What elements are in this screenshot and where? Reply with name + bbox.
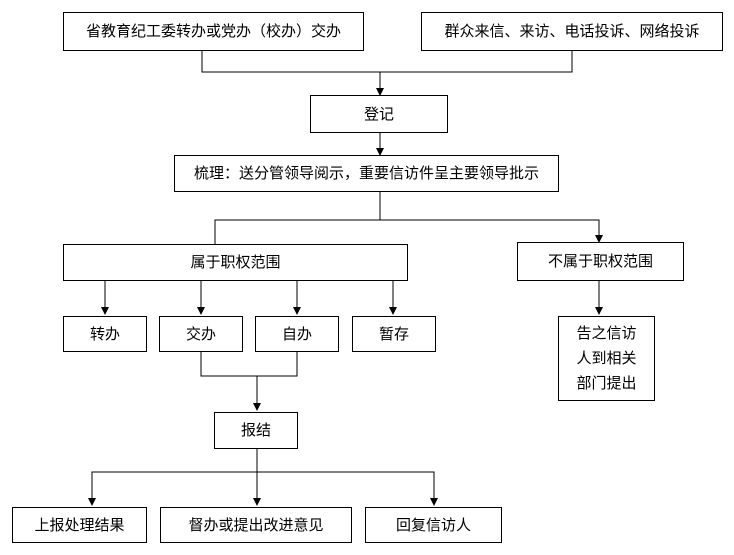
node-transfer: 转办 xyxy=(63,316,147,352)
node-assign: 交办 xyxy=(159,316,243,352)
node-source-right: 群众来信、来访、电话投诉、网络投诉 xyxy=(421,12,723,51)
arrow-to-report-up xyxy=(88,471,257,506)
connector-assign-self-merge xyxy=(200,352,298,377)
node-register: 登记 xyxy=(310,95,448,133)
node-in-scope: 属于职权范围 xyxy=(63,244,408,281)
node-sort-label: 梳理：送分管领导阅示，重要信访件呈主要领导批示 xyxy=(193,164,539,183)
arrow-to-out-scope xyxy=(380,219,603,243)
node-register-label: 登记 xyxy=(363,104,394,123)
node-out-scope: 不属于职权范围 xyxy=(517,242,684,281)
node-self-handle: 自办 xyxy=(255,316,339,352)
node-source-right-label: 群众来信、来访、电话投诉、网络投诉 xyxy=(444,22,700,41)
node-reply: 回复信访人 xyxy=(365,507,502,543)
node-report-up: 上报处理结果 xyxy=(12,507,147,543)
node-supervise-label: 督办或提出改进意见 xyxy=(188,515,324,534)
arrow-to-reply xyxy=(257,471,438,506)
node-in-scope-label: 属于职权范围 xyxy=(190,253,281,272)
node-notify-line-3: 部门提出 xyxy=(576,373,637,392)
node-transfer-label: 转办 xyxy=(89,324,120,343)
node-self-handle-label: 自办 xyxy=(281,324,312,343)
connector-sources-merge xyxy=(201,51,573,73)
node-sort: 梳理：送分管领导阅示，重要信访件呈主要领导批示 xyxy=(174,155,559,192)
node-report: 报结 xyxy=(214,412,298,449)
node-assign-label: 交办 xyxy=(185,324,216,343)
node-out-scope-label: 不属于职权范围 xyxy=(547,252,653,271)
node-supervise: 督办或提出改进意见 xyxy=(160,507,352,543)
node-suspend-label: 暂存 xyxy=(378,324,409,343)
connector-sort-split xyxy=(214,192,381,244)
node-source-left: 省教育纪工委转办或党办（校办）交办 xyxy=(63,12,364,51)
node-reply-label: 回复信访人 xyxy=(395,515,471,534)
node-source-left-label: 省教育纪工委转办或党办（校办）交办 xyxy=(85,22,341,41)
node-report-up-label: 上报处理结果 xyxy=(34,515,125,534)
node-report-label: 报结 xyxy=(240,421,271,440)
node-suspend: 暂存 xyxy=(352,316,436,352)
node-notify-line-1: 告之信访 xyxy=(576,324,637,343)
node-notify-line-2: 人到相关 xyxy=(576,349,637,368)
node-notify: 告之信访 人到相关 部门提出 xyxy=(558,316,655,401)
